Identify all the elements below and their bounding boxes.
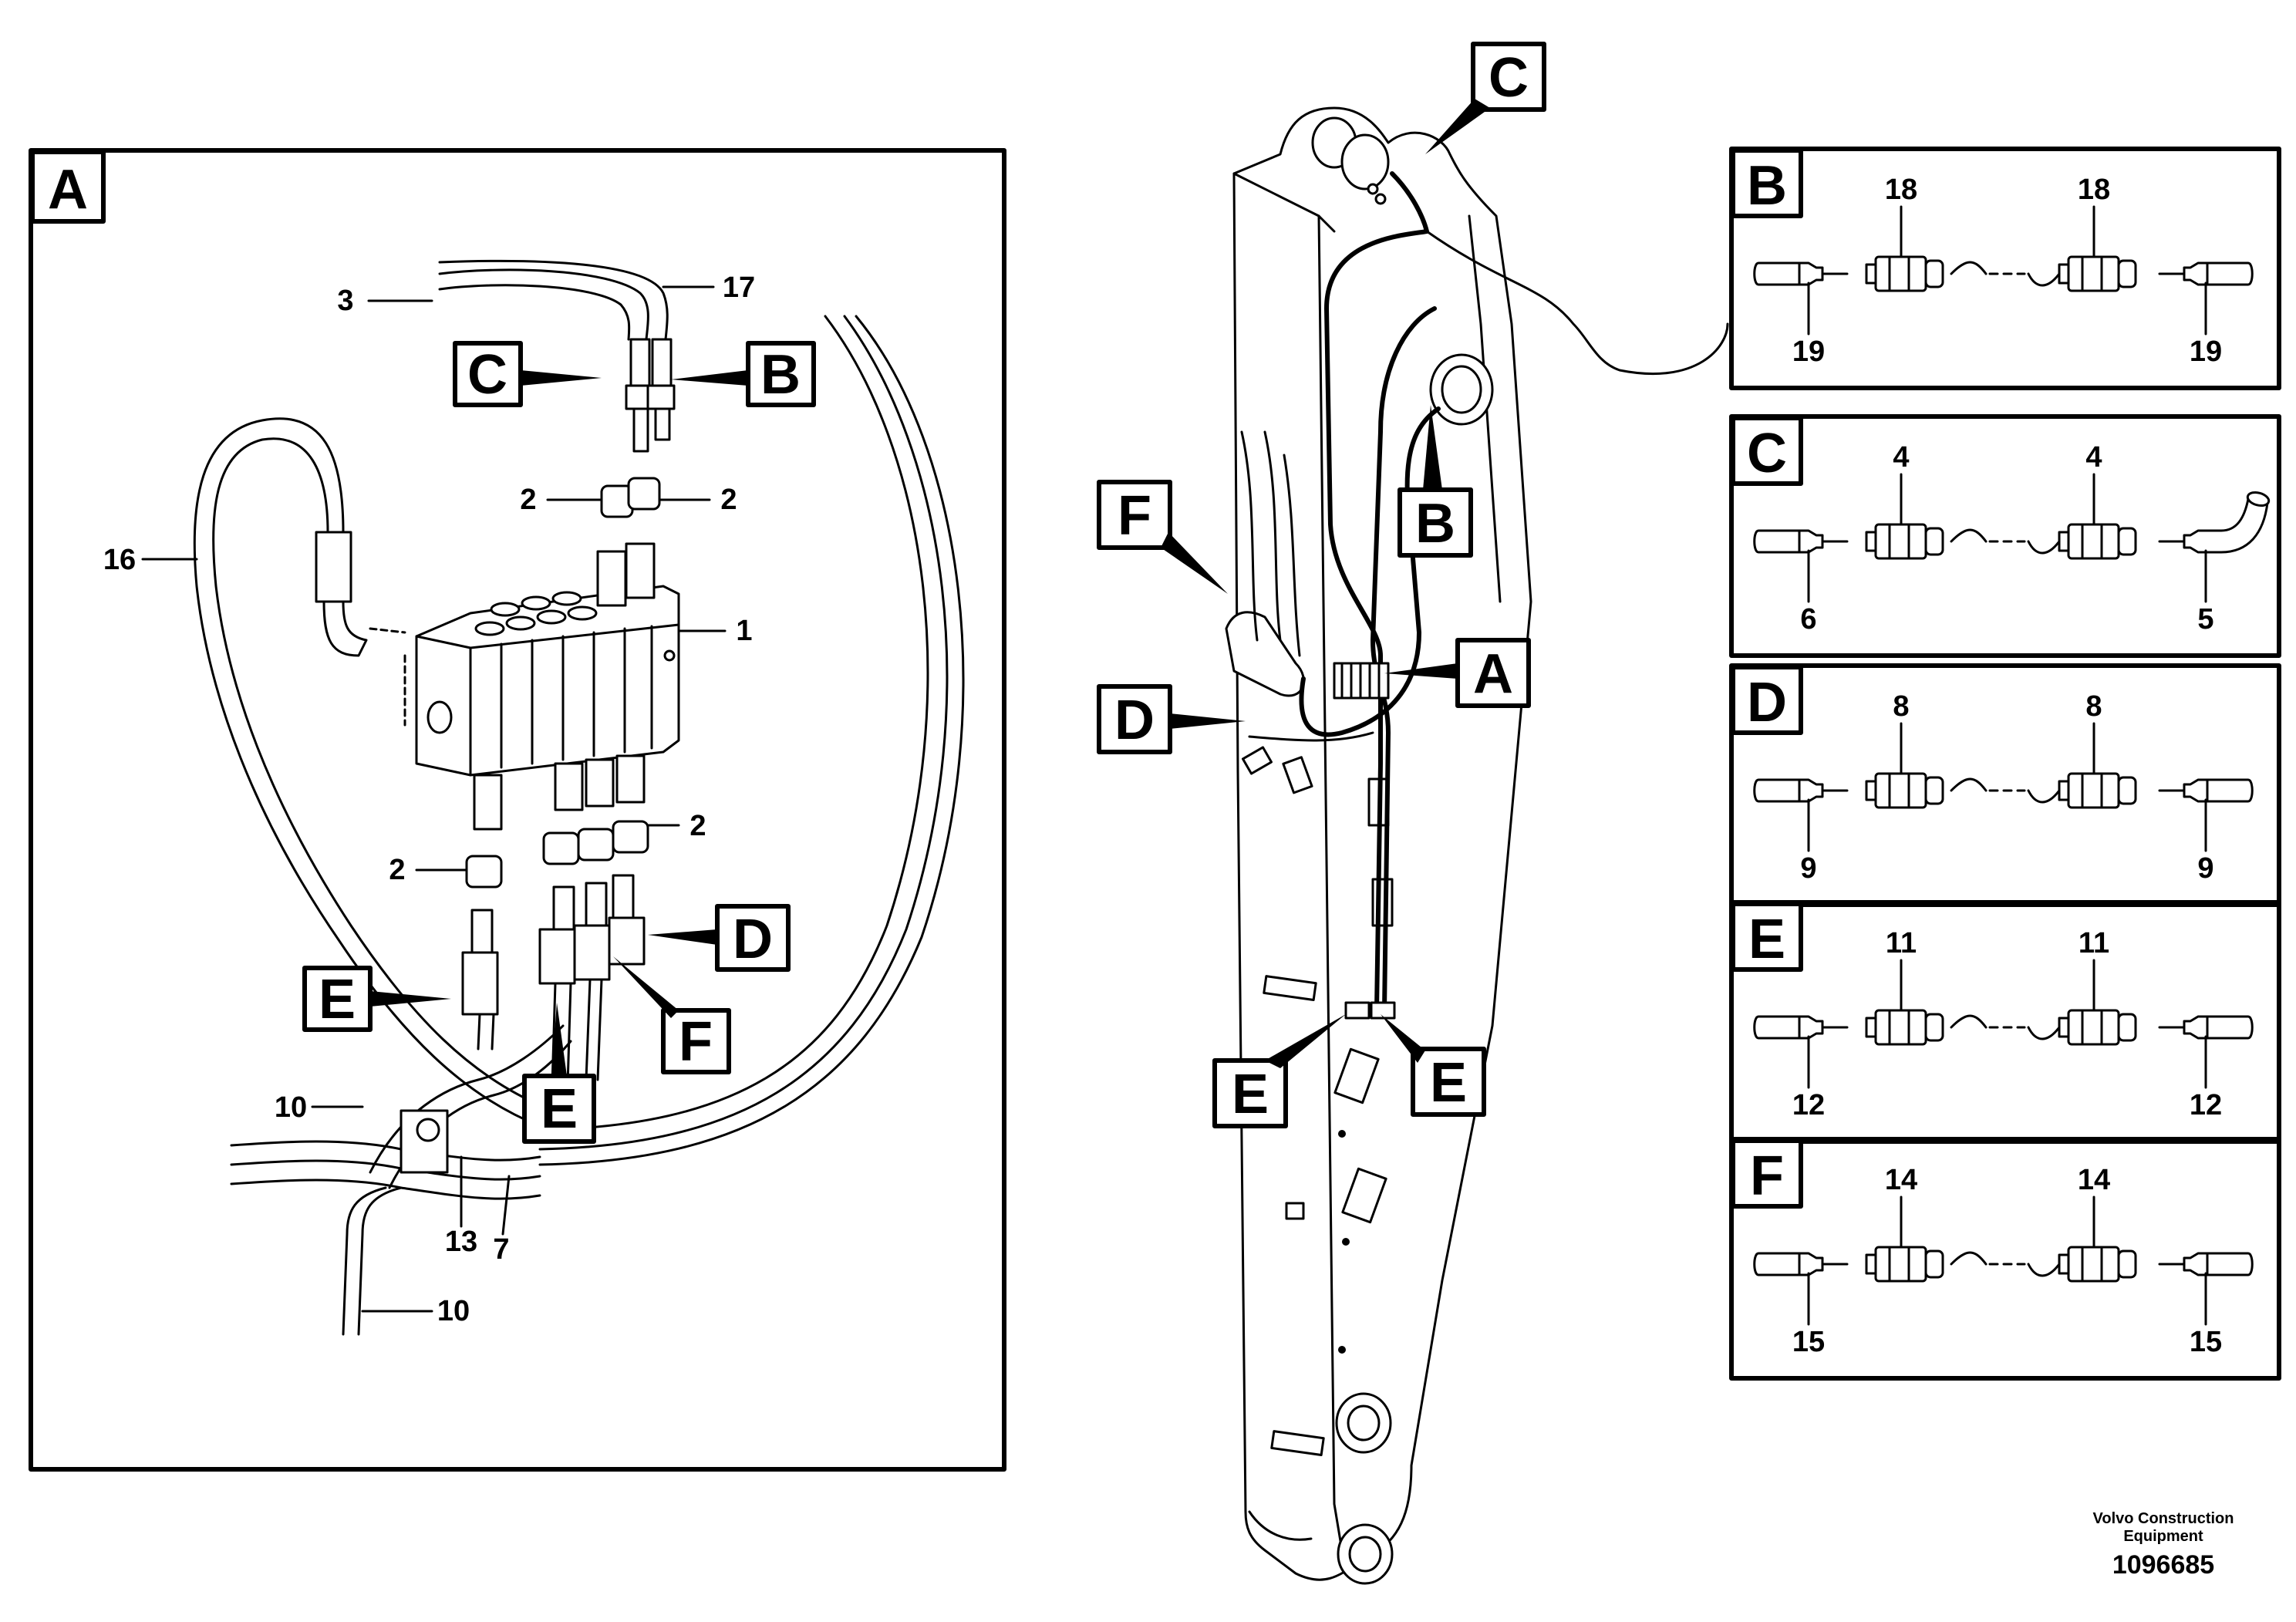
svg-text:2: 2 xyxy=(389,854,405,886)
svg-text:F: F xyxy=(679,1011,713,1073)
svg-text:13: 13 xyxy=(445,1226,477,1258)
svg-text:17: 17 xyxy=(723,271,755,304)
callout-a-b: B xyxy=(671,341,816,407)
part-number-bottom-left: 6 xyxy=(1800,603,1816,636)
svg-text:10: 10 xyxy=(275,1091,307,1124)
callout-boom-e-right: E xyxy=(1381,1014,1486,1117)
detail-letter: E xyxy=(1748,909,1785,970)
callout-a-f: F xyxy=(613,956,731,1074)
svg-text:B: B xyxy=(1415,493,1455,555)
part-number-bottom-left: 15 xyxy=(1792,1326,1825,1358)
svg-text:7: 7 xyxy=(493,1233,509,1266)
valve-block xyxy=(403,585,680,777)
svg-text:1096685: 1096685 xyxy=(2112,1550,2214,1580)
part-number-bottom-left: 9 xyxy=(1800,852,1816,885)
callout-boom-f: F xyxy=(1097,480,1228,594)
part-numbers-a: 3 17 2 2 16 1 2 2 10 13 7 10 xyxy=(103,271,755,1327)
callout-boom-c: C xyxy=(1425,42,1546,154)
part-number-top-right: 8 xyxy=(2085,690,2102,723)
detail-letter: C xyxy=(1747,423,1787,484)
part-number-bottom-right: 5 xyxy=(2197,603,2213,636)
callout-boom-a: A xyxy=(1384,638,1531,708)
detail-panel-d: D 8 8 9 9 xyxy=(1729,663,2281,907)
detail-panel-c: C 4 4 6 5 xyxy=(1729,414,2281,658)
svg-text:F: F xyxy=(1118,485,1151,547)
svg-text:B: B xyxy=(760,344,801,406)
svg-text:E: E xyxy=(319,969,356,1030)
part-number-top-left: 4 xyxy=(1893,441,1909,474)
part-number-top-right: 4 xyxy=(2085,441,2102,474)
svg-text:A: A xyxy=(1473,643,1513,705)
svg-text:1: 1 xyxy=(736,615,752,647)
part-number-top-left: 14 xyxy=(1885,1164,1917,1196)
callout-a-e-center: E xyxy=(522,1003,596,1144)
detail-letter: B xyxy=(1747,155,1787,217)
detail-panel-f: F 14 14 15 15 xyxy=(1729,1137,2281,1381)
detail-letter: F xyxy=(1750,1145,1784,1207)
footer: Volvo Construction Equipment 1096685 xyxy=(2093,1510,2234,1580)
part-number-bottom-right: 12 xyxy=(2190,1089,2222,1121)
detail-letter: D xyxy=(1747,672,1787,733)
svg-text:E: E xyxy=(1232,1064,1269,1125)
svg-text:16: 16 xyxy=(103,544,136,576)
part-number-top-left: 18 xyxy=(1885,174,1917,206)
part-number-top-left: 11 xyxy=(1886,927,1917,959)
svg-text:D: D xyxy=(733,909,773,970)
callout-boom-b: B xyxy=(1397,405,1473,558)
part-number-bottom-left: 12 xyxy=(1792,1089,1825,1121)
panel-a: A xyxy=(29,148,1006,1472)
svg-text:Volvo Construction: Volvo Construction xyxy=(2093,1510,2234,1527)
callout-a-c: C xyxy=(453,341,602,407)
part-number-top-left: 8 xyxy=(1893,690,1909,723)
part-number-bottom-left: 19 xyxy=(1792,336,1825,368)
svg-text:2: 2 xyxy=(720,484,737,516)
part-number-top-right: 18 xyxy=(2078,174,2110,206)
callout-boom-e-left: E xyxy=(1212,1014,1346,1128)
callout-boom-d: D xyxy=(1097,684,1246,754)
part-number-top-right: 11 xyxy=(2079,927,2109,959)
svg-text:E: E xyxy=(1430,1052,1467,1114)
svg-text:C: C xyxy=(1489,47,1529,109)
part-number-bottom-right: 9 xyxy=(2197,852,2213,885)
callout-a-d: D xyxy=(648,904,791,972)
hose-3-17 xyxy=(438,268,649,341)
detail-panel-e: E 11 11 12 12 xyxy=(1729,900,2281,1144)
svg-text:C: C xyxy=(467,344,507,406)
svg-text:2: 2 xyxy=(520,484,536,516)
svg-text:A: A xyxy=(48,159,88,221)
svg-text:2: 2 xyxy=(689,810,706,842)
callout-a-e-left: E xyxy=(302,966,451,1032)
hose-16 xyxy=(193,417,541,1128)
svg-text:Equipment: Equipment xyxy=(2123,1528,2203,1545)
detail-panel-b: B 18 18 19 19 xyxy=(1729,147,2281,390)
panel-a-label: A xyxy=(30,150,106,224)
svg-text:3: 3 xyxy=(337,285,353,317)
svg-text:D: D xyxy=(1114,690,1155,751)
svg-text:E: E xyxy=(541,1078,578,1140)
boom-arm: C F B A D E E xyxy=(1097,42,1729,1585)
part-number-bottom-right: 15 xyxy=(2190,1326,2222,1358)
part-number-bottom-right: 19 xyxy=(2190,336,2222,368)
part-number-top-right: 14 xyxy=(2078,1164,2110,1196)
svg-text:10: 10 xyxy=(437,1295,470,1327)
